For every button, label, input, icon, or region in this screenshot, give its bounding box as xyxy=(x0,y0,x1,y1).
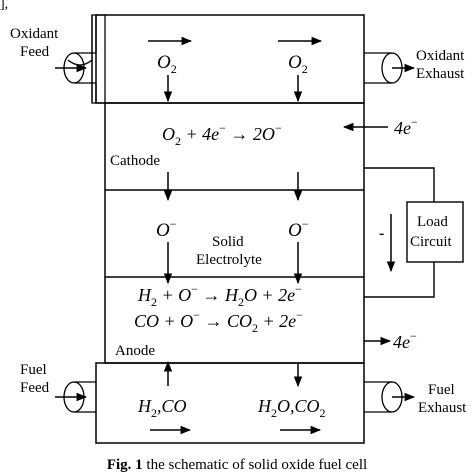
oxidant-feed-label-1: Oxidant xyxy=(10,26,59,42)
anode-electron-label: 4e− xyxy=(393,329,417,352)
electrolyte-ion-right: O− xyxy=(288,217,309,241)
oxidant-exhaust-label-1: Oxidant xyxy=(416,48,465,64)
o2-label-right: O2 xyxy=(288,52,308,76)
external-circuit-wire-return xyxy=(364,262,435,298)
cathode-label: Cathode xyxy=(110,153,160,169)
fuel-feed-label-2: Feed xyxy=(20,380,50,396)
electrolyte-label-1: Solid xyxy=(212,234,244,250)
corner-mark: ], xyxy=(0,0,8,12)
electrolyte-label-2: Electrolyte xyxy=(196,252,262,268)
o2-label-left: O2 xyxy=(157,52,177,76)
fuel-exhaust-label-1: Fuel xyxy=(428,382,455,398)
load-label-2: Circuit xyxy=(410,234,452,250)
figure-caption-text: the schematic of solid oxide fuel cell xyxy=(142,457,368,473)
fuel-box xyxy=(95,362,365,444)
fuel-species-label: H2,CO xyxy=(137,396,187,420)
current-mark: - xyxy=(379,225,384,242)
oxidant-box xyxy=(95,14,365,104)
oxidant-feed-tube xyxy=(63,15,97,103)
oxidant-channel xyxy=(67,14,106,104)
anode-label: Anode xyxy=(115,343,155,359)
fuel-feed-label-1: Fuel xyxy=(20,362,47,378)
cathode-electron-label: 4e− xyxy=(394,115,418,138)
load-label-1: Load xyxy=(417,214,448,230)
oxidant-exhaust-label-2: Exhaust xyxy=(416,66,465,82)
figure-number: Fig. 1 xyxy=(106,457,143,473)
load-circuit-box xyxy=(406,201,464,263)
anode-reaction-1: H2 + O− → H2O + 2e− xyxy=(137,282,302,309)
fuel-exhaust-label-2: Exhaust xyxy=(418,400,467,416)
electrolyte-ion-left: O− xyxy=(156,217,177,241)
anode-reaction-2: CO + O− → CO2 + 2e− xyxy=(134,308,303,335)
figure-caption: Fig. 1 the schematic of solid oxide fuel… xyxy=(0,456,474,474)
oxidant-feed-label-2: Feed xyxy=(20,44,50,60)
product-species-label: H2O,CO2 xyxy=(257,396,326,420)
external-circuit-wire xyxy=(364,167,435,202)
cathode-reaction: O2 + 4e− → 2O− xyxy=(162,121,282,148)
